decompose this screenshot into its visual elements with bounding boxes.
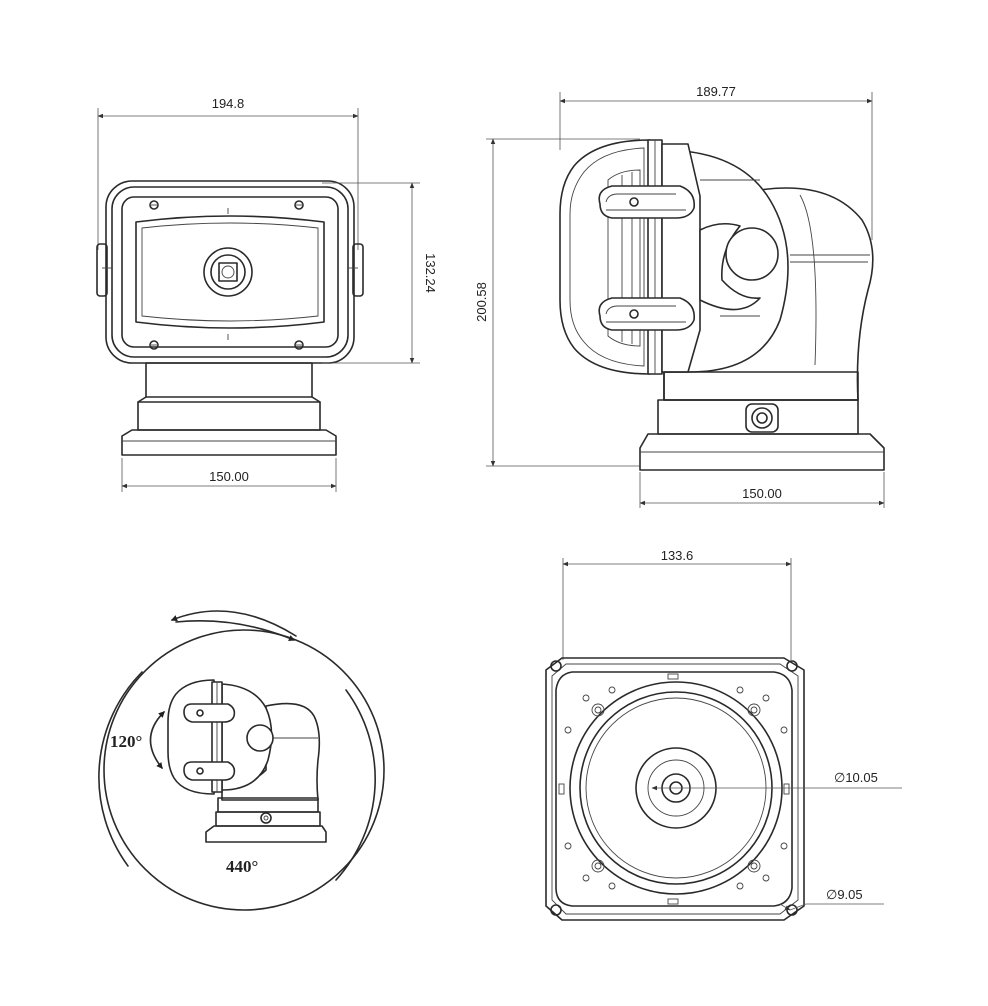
front-height-label: 132.24: [423, 253, 438, 293]
front-width-label: 194.8: [212, 96, 245, 111]
pan-range-circle: [103, 629, 385, 911]
tilt-arrow: [149, 711, 165, 769]
side-base-label: 150.00: [742, 486, 782, 501]
front-lens: [135, 215, 325, 329]
base-bolt-circle: [564, 686, 788, 890]
base-view: 133.6: [545, 548, 902, 921]
front-width-dimension: 194.8: [97, 96, 359, 250]
side-pivot-hub: [725, 227, 779, 281]
mini-lamp: [167, 679, 327, 843]
front-base: [121, 429, 337, 456]
rotation-view: 120° 440°: [98, 610, 385, 911]
side-lower-lug: [598, 297, 696, 331]
front-base-dimension: 150.00: [121, 458, 337, 492]
front-left-pivot: [96, 243, 108, 297]
front-view: 194.8: [96, 96, 438, 492]
front-head-housing: [105, 180, 355, 364]
base-center-hole-label: ∅10.05: [834, 770, 878, 785]
front-screws: [149, 200, 304, 350]
side-width-dimension: 189.77: [559, 84, 873, 240]
side-view: 189.77 200.58: [474, 84, 885, 508]
base-width-dimension: 133.6: [562, 548, 792, 660]
pan-arrow-lower: [175, 620, 296, 642]
side-height-label: 200.58: [474, 282, 489, 322]
side-base-dimension: 150.00: [639, 472, 885, 508]
front-right-pivot: [352, 243, 364, 297]
side-pedestal: [663, 371, 859, 401]
front-bulb: [203, 247, 253, 297]
base-width-label: 133.6: [661, 548, 694, 563]
tilt-angle-label: 120°: [110, 732, 142, 751]
side-height-dimension: 200.58: [474, 138, 640, 467]
side-lens-shell: [559, 139, 651, 375]
pan-arrow-upper: [170, 610, 297, 637]
side-base: [639, 433, 885, 471]
front-height-dimension: 132.24: [322, 182, 438, 364]
base-mount-holes: [550, 660, 798, 916]
side-upper-lug: [598, 185, 696, 219]
front-base-label: 150.00: [209, 469, 249, 484]
base-mount-hole-label: ∅9.05: [826, 887, 863, 902]
pan-angle-label: 440°: [226, 857, 258, 876]
front-pedestal: [145, 362, 313, 398]
side-width-label: 189.77: [696, 84, 736, 99]
side-mount-bolt: [751, 407, 773, 429]
